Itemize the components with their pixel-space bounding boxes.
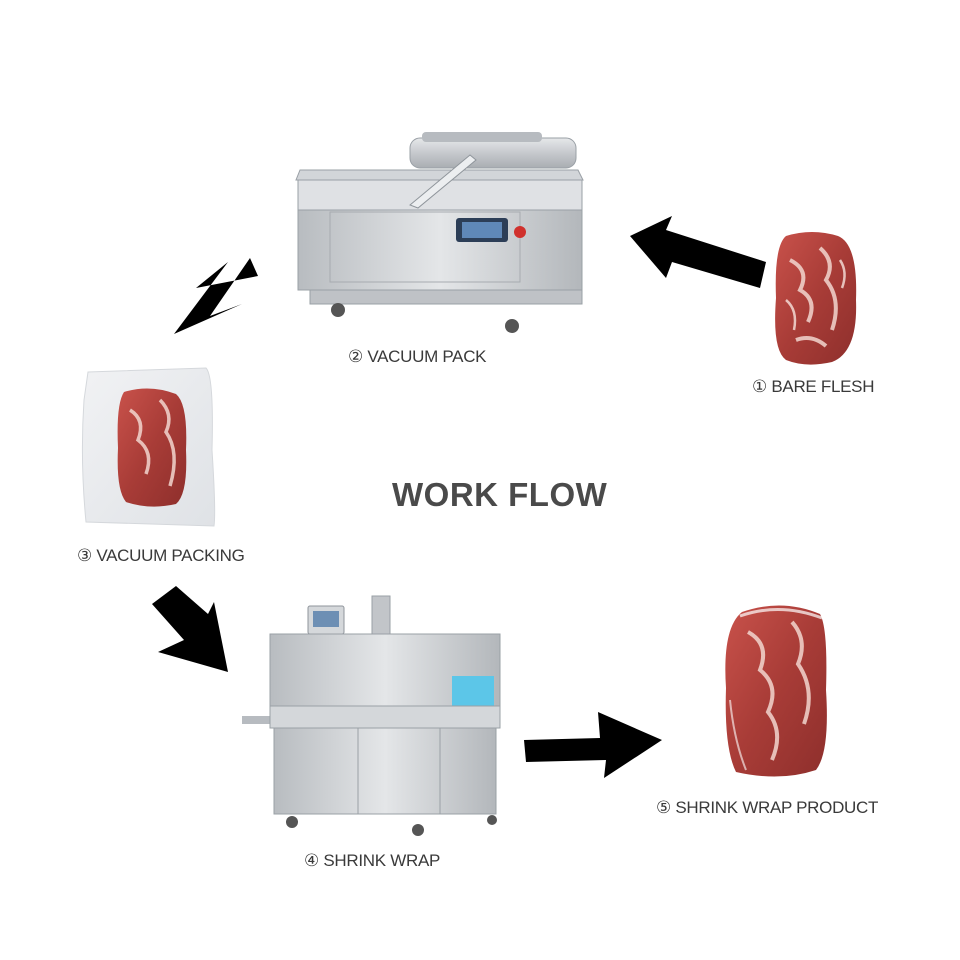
raw-meat-icon <box>775 232 857 365</box>
arrow-shrink-wrap-to-product <box>524 712 662 778</box>
arrow-packing-to-shrink-wrap <box>152 586 228 672</box>
step-label-bare-flesh: ① BARE FLESH <box>752 377 875 396</box>
step-label-vacuum-packing: ③ VACUUM PACKING <box>77 546 245 565</box>
diagram-title: WORK FLOW <box>392 476 608 513</box>
arrow-bare-to-vacuum-pack <box>630 216 766 288</box>
vacuum-packing-machine-icon <box>295 132 584 333</box>
step-label-vacuum-pack: ② VACUUM PACK <box>348 347 487 366</box>
step-label-shrink-wrap-product: ⑤ SHRINK WRAP PRODUCT <box>656 798 879 817</box>
step-label-shrink-wrap: ④ SHRINK WRAP <box>304 851 441 870</box>
shrink-tunnel-machine-icon <box>242 595 501 836</box>
arrow-vacuum-pack-to-packing <box>174 258 258 334</box>
shrink-wrapped-meat-icon <box>725 605 827 777</box>
vacuum-packed-meat-icon <box>81 367 216 527</box>
